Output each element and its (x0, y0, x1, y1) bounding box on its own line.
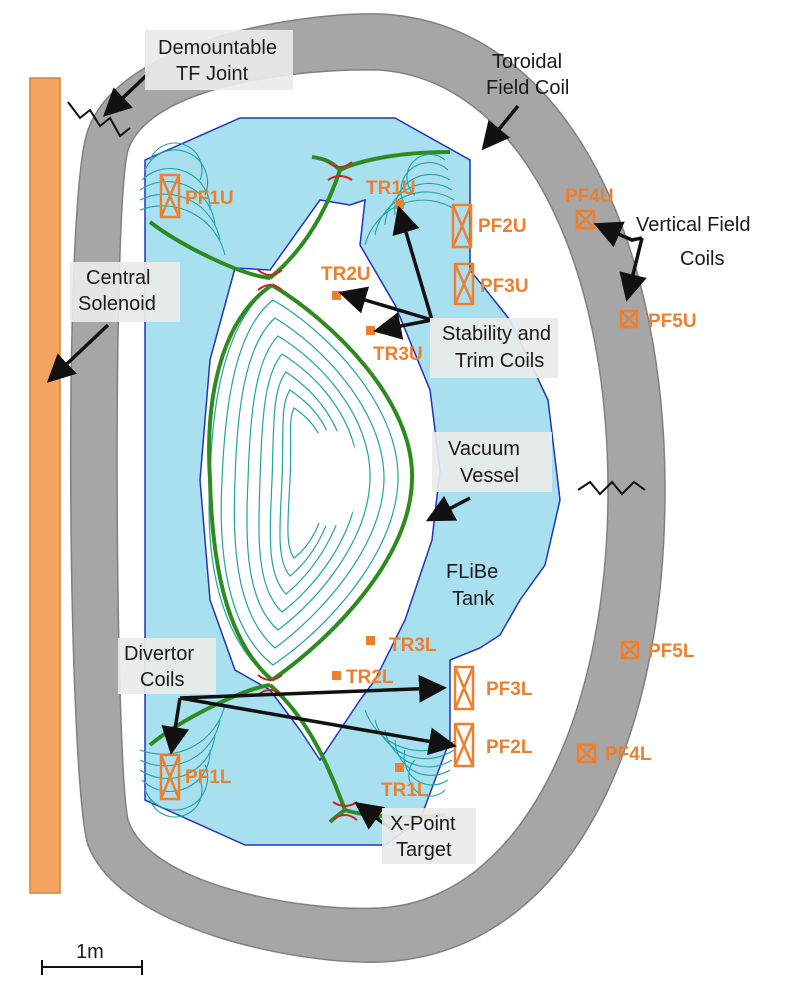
central-solenoid-label-bg (70, 262, 180, 322)
tf-joint-label-line2: TF Joint (176, 63, 249, 85)
magnetic-axis-void (298, 430, 362, 526)
tr1l-coil (395, 763, 404, 772)
divertor-flux-lower-right (364, 709, 457, 797)
pf2u-label: PF2U (478, 216, 527, 237)
tf-coil-label-line2: Field Coil (486, 77, 569, 99)
central-solenoid-label-line1: Central (86, 267, 150, 289)
pf2l-coil (453, 722, 475, 768)
tf-coil-label-line1: Toroidal (492, 51, 562, 73)
vertical-field-label-line2: Coils (680, 248, 724, 270)
tr3u-label: TR3U (373, 344, 423, 365)
x-point-label-bg (382, 808, 476, 864)
pf1l-coil (159, 753, 181, 801)
scale-bar-label: 1m (76, 941, 104, 963)
pf3l-label: PF3L (486, 679, 533, 700)
pf1u-coil (159, 173, 181, 219)
divertor-coils-label-bg (118, 638, 216, 694)
pf1u-label: PF1U (185, 188, 234, 209)
pf3u-coil (453, 262, 475, 306)
tr2l-coil (332, 671, 341, 680)
tf-joint-zigzag-outboard (577, 480, 646, 496)
tr1u-coil (395, 200, 404, 209)
tf-joint-zigzag-upper (67, 101, 131, 138)
pf2l-label: PF2L (486, 737, 533, 758)
tr3l-label: TR3L (389, 635, 437, 656)
vertical-field-label-line1: Vertical Field (636, 214, 751, 236)
central-solenoid-bar (29, 77, 61, 894)
tr1u-label: TR1U (366, 178, 416, 199)
vacuum-vessel-label-line2: Vessel (460, 465, 519, 487)
stability-trim-label-bg (430, 318, 558, 378)
tf-joint-label-line1: Demountable (158, 37, 277, 59)
pf5u-label: PF5U (648, 311, 697, 332)
vacuum-vessel-label-bg (432, 432, 552, 492)
pf3u-label: PF3U (480, 276, 529, 297)
pf4u-label: PF4U (565, 186, 614, 207)
divertor-coils-label-line2: Coils (140, 669, 184, 691)
divertor-coils-label-line1: Divertor (124, 643, 194, 665)
pf4l-coil (576, 743, 597, 764)
central-solenoid-label-line2: Solenoid (78, 293, 156, 315)
stability-trim-label-line2: Trim Coils (455, 350, 544, 372)
flibe-tank-label-line1: FLiBe (446, 561, 498, 583)
pf3l-coil (453, 665, 475, 711)
pf5u-coil (619, 309, 639, 329)
tr2u-coil (332, 291, 341, 300)
tr1l-label: TR1L (381, 780, 429, 801)
pf1l-label: PF1L (185, 767, 232, 788)
tr2u-label: TR2U (321, 264, 371, 285)
stability-trim-label-line1: Stability and (442, 323, 551, 345)
annotation-arrows (46, 70, 647, 830)
tr3u-coil (366, 326, 375, 335)
x-point-label-line1: X-Point (390, 813, 456, 835)
pf5l-label: PF5L (648, 641, 695, 662)
tr3l-coil (366, 636, 375, 645)
divertor-flux-upper-left (139, 142, 226, 256)
pf4u-coil (575, 209, 596, 230)
pf4l-label: PF4L (605, 744, 652, 765)
x-point-label-line2: Target (396, 839, 452, 861)
scale-bar (41, 960, 143, 975)
pf2u-coil (451, 203, 473, 249)
divertor-flux-lower-left (139, 704, 226, 818)
flibe-tank-label-line2: Tank (452, 588, 495, 610)
tf-joint-label-bg (145, 30, 293, 90)
vacuum-vessel-label-line1: Vacuum (448, 438, 520, 460)
pf5l-coil (620, 640, 640, 660)
tr2l-label: TR2L (346, 667, 394, 688)
